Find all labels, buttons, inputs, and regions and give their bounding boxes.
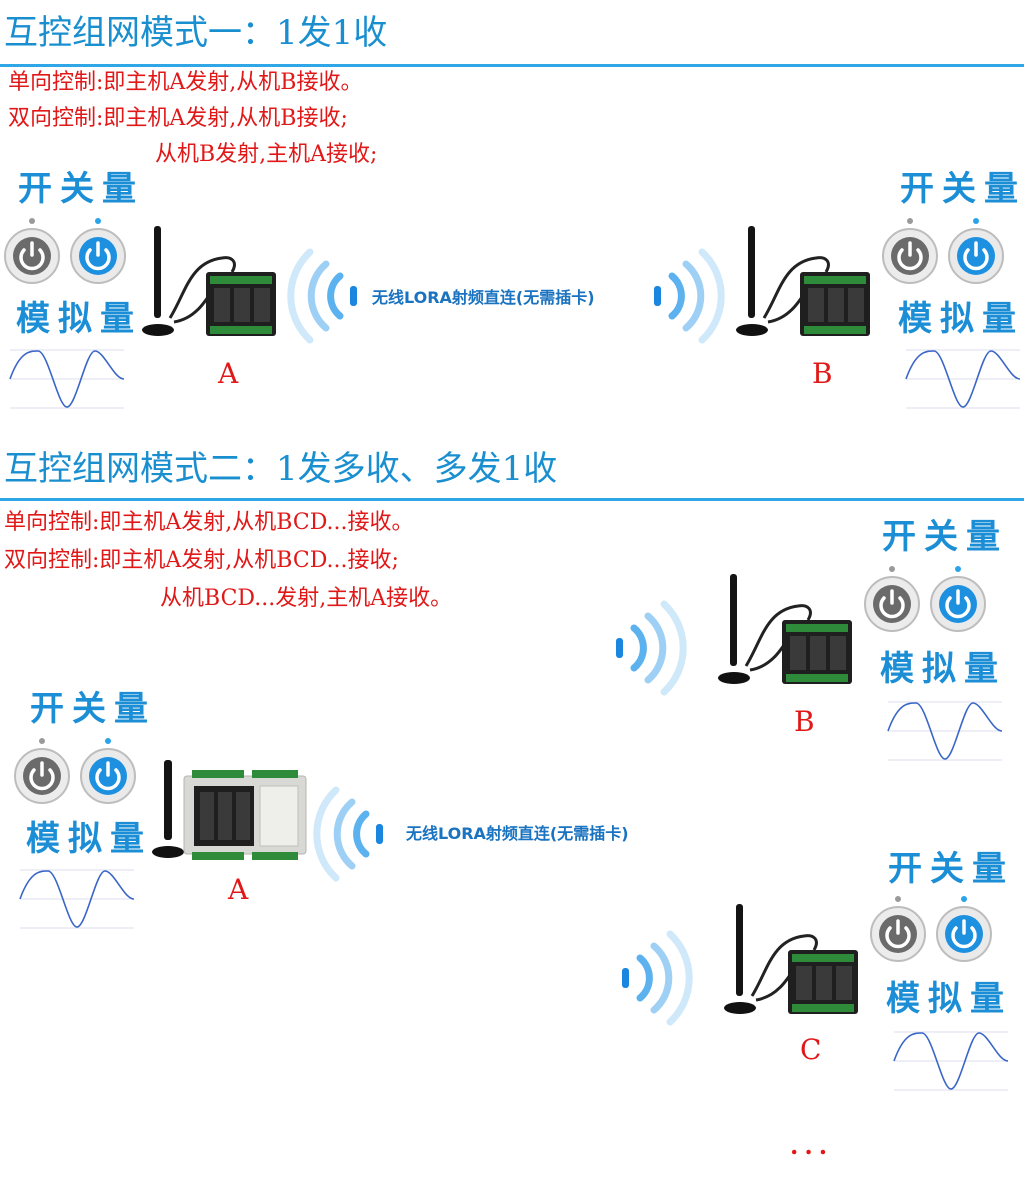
sine-wave-icon bbox=[9, 349, 125, 409]
lora-master-device-icon bbox=[152, 760, 307, 860]
analog-label: 模拟量 bbox=[886, 979, 1012, 1019]
power-buttons bbox=[4, 218, 130, 292]
sine-wave bbox=[893, 1028, 1009, 1098]
switch-label: 开关量 bbox=[30, 689, 156, 729]
signal-waves-left bbox=[276, 248, 366, 348]
sine-wave-icon bbox=[887, 701, 1003, 761]
analog-label: 模拟量 bbox=[880, 649, 1006, 689]
mode1-line2: 双向控制:即主机A发射,从机B接收; bbox=[8, 106, 348, 131]
device-b bbox=[716, 570, 856, 696]
mode1-line1: 单向控制:即主机A发射,从机B接收。 bbox=[8, 70, 363, 95]
sine-wave bbox=[887, 698, 1003, 768]
device-a bbox=[148, 756, 308, 872]
signal-waves-c bbox=[614, 930, 704, 1030]
mode1-title: 互控组网模式一：1发1收 bbox=[4, 13, 388, 53]
signal-waves-icon bbox=[313, 786, 383, 882]
lora-device-icon bbox=[736, 226, 870, 336]
signal-waves-icon bbox=[616, 600, 687, 696]
device-a bbox=[140, 222, 280, 348]
signal-waves-icon bbox=[654, 248, 725, 344]
lora-device-icon bbox=[718, 574, 852, 684]
power-button-pair-icon bbox=[864, 566, 986, 632]
sine-wave-icon bbox=[893, 1031, 1009, 1091]
more-nodes-ellipsis: ... bbox=[790, 1131, 834, 1160]
analog-label: 模拟量 bbox=[26, 819, 152, 859]
mode1-divider bbox=[0, 64, 1024, 67]
sine-wave-icon bbox=[19, 869, 135, 929]
node-b-label: B bbox=[794, 705, 815, 738]
lora-device-icon bbox=[724, 904, 858, 1014]
signal-waves-a bbox=[302, 786, 392, 886]
sine-wave bbox=[19, 866, 135, 936]
switch-label: 开关量 bbox=[18, 169, 144, 209]
signal-waves-right bbox=[646, 248, 736, 348]
node-b-label: B bbox=[812, 357, 833, 390]
power-button-pair-icon bbox=[4, 218, 126, 284]
mode2-line1: 单向控制:即主机A发射,从机BCD...接收。 bbox=[4, 510, 414, 535]
analog-label: 模拟量 bbox=[16, 299, 142, 339]
analog-label: 模拟量 bbox=[898, 299, 1024, 339]
mode2-title: 互控组网模式二：1发多收、多发1收 bbox=[4, 449, 558, 489]
sine-wave bbox=[905, 346, 1021, 416]
switch-label: 开关量 bbox=[882, 517, 1008, 557]
signal-waves-icon bbox=[287, 248, 357, 344]
power-buttons bbox=[882, 218, 1008, 292]
mode1-line3: 从机B发射,主机A接收; bbox=[155, 142, 378, 167]
power-button-pair-icon bbox=[14, 738, 136, 804]
device-c bbox=[722, 900, 862, 1026]
node-c-label: C bbox=[800, 1033, 822, 1066]
signal-waves-icon bbox=[622, 930, 693, 1026]
switch-label: 开关量 bbox=[900, 169, 1024, 209]
node-a-label: A bbox=[218, 357, 239, 390]
signal-waves-b bbox=[608, 600, 698, 700]
lora-device-icon bbox=[142, 226, 276, 336]
power-button-pair-icon bbox=[870, 896, 992, 962]
mode2-divider bbox=[0, 498, 1024, 501]
power-buttons bbox=[14, 738, 140, 812]
mode2-link-label: 无线LORA射频直连(无需插卡) bbox=[406, 824, 629, 843]
power-buttons bbox=[864, 566, 990, 640]
sine-wave-icon bbox=[905, 349, 1021, 409]
sine-wave bbox=[9, 346, 125, 416]
device-b bbox=[734, 222, 874, 348]
switch-label: 开关量 bbox=[888, 849, 1014, 889]
mode2-line3: 从机BCD...发射,主机A接收。 bbox=[160, 586, 453, 611]
mode1-link-label: 无线LORA射频直连(无需插卡) bbox=[372, 288, 595, 307]
mode2-line2: 双向控制:即主机A发射,从机BCD...接收; bbox=[4, 548, 399, 573]
power-button-pair-icon bbox=[882, 218, 1004, 284]
node-a-label: A bbox=[228, 873, 249, 906]
power-buttons bbox=[870, 896, 996, 970]
